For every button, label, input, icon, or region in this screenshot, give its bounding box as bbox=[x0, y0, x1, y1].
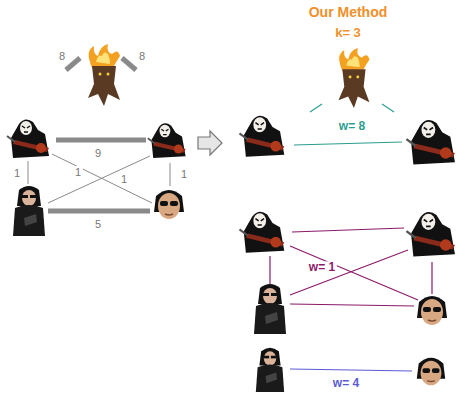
k-value: k= 3 bbox=[333, 26, 363, 40]
edge-weight: 1 bbox=[73, 166, 83, 178]
edge-weight: 8 bbox=[57, 50, 67, 62]
cluster-weight: w= 8 bbox=[337, 120, 367, 133]
edge-weight: 1 bbox=[119, 173, 129, 185]
cluster-weight: w= 1 bbox=[307, 261, 337, 274]
edge-weight: 1 bbox=[12, 167, 22, 179]
edge-weight: 9 bbox=[93, 147, 103, 159]
edge-weight: 1 bbox=[179, 168, 189, 180]
cluster-weight: w= 4 bbox=[331, 377, 361, 390]
edge-weight: 8 bbox=[137, 50, 147, 62]
edge-weight: 5 bbox=[93, 218, 103, 230]
method-title: Our Method bbox=[307, 5, 390, 20]
